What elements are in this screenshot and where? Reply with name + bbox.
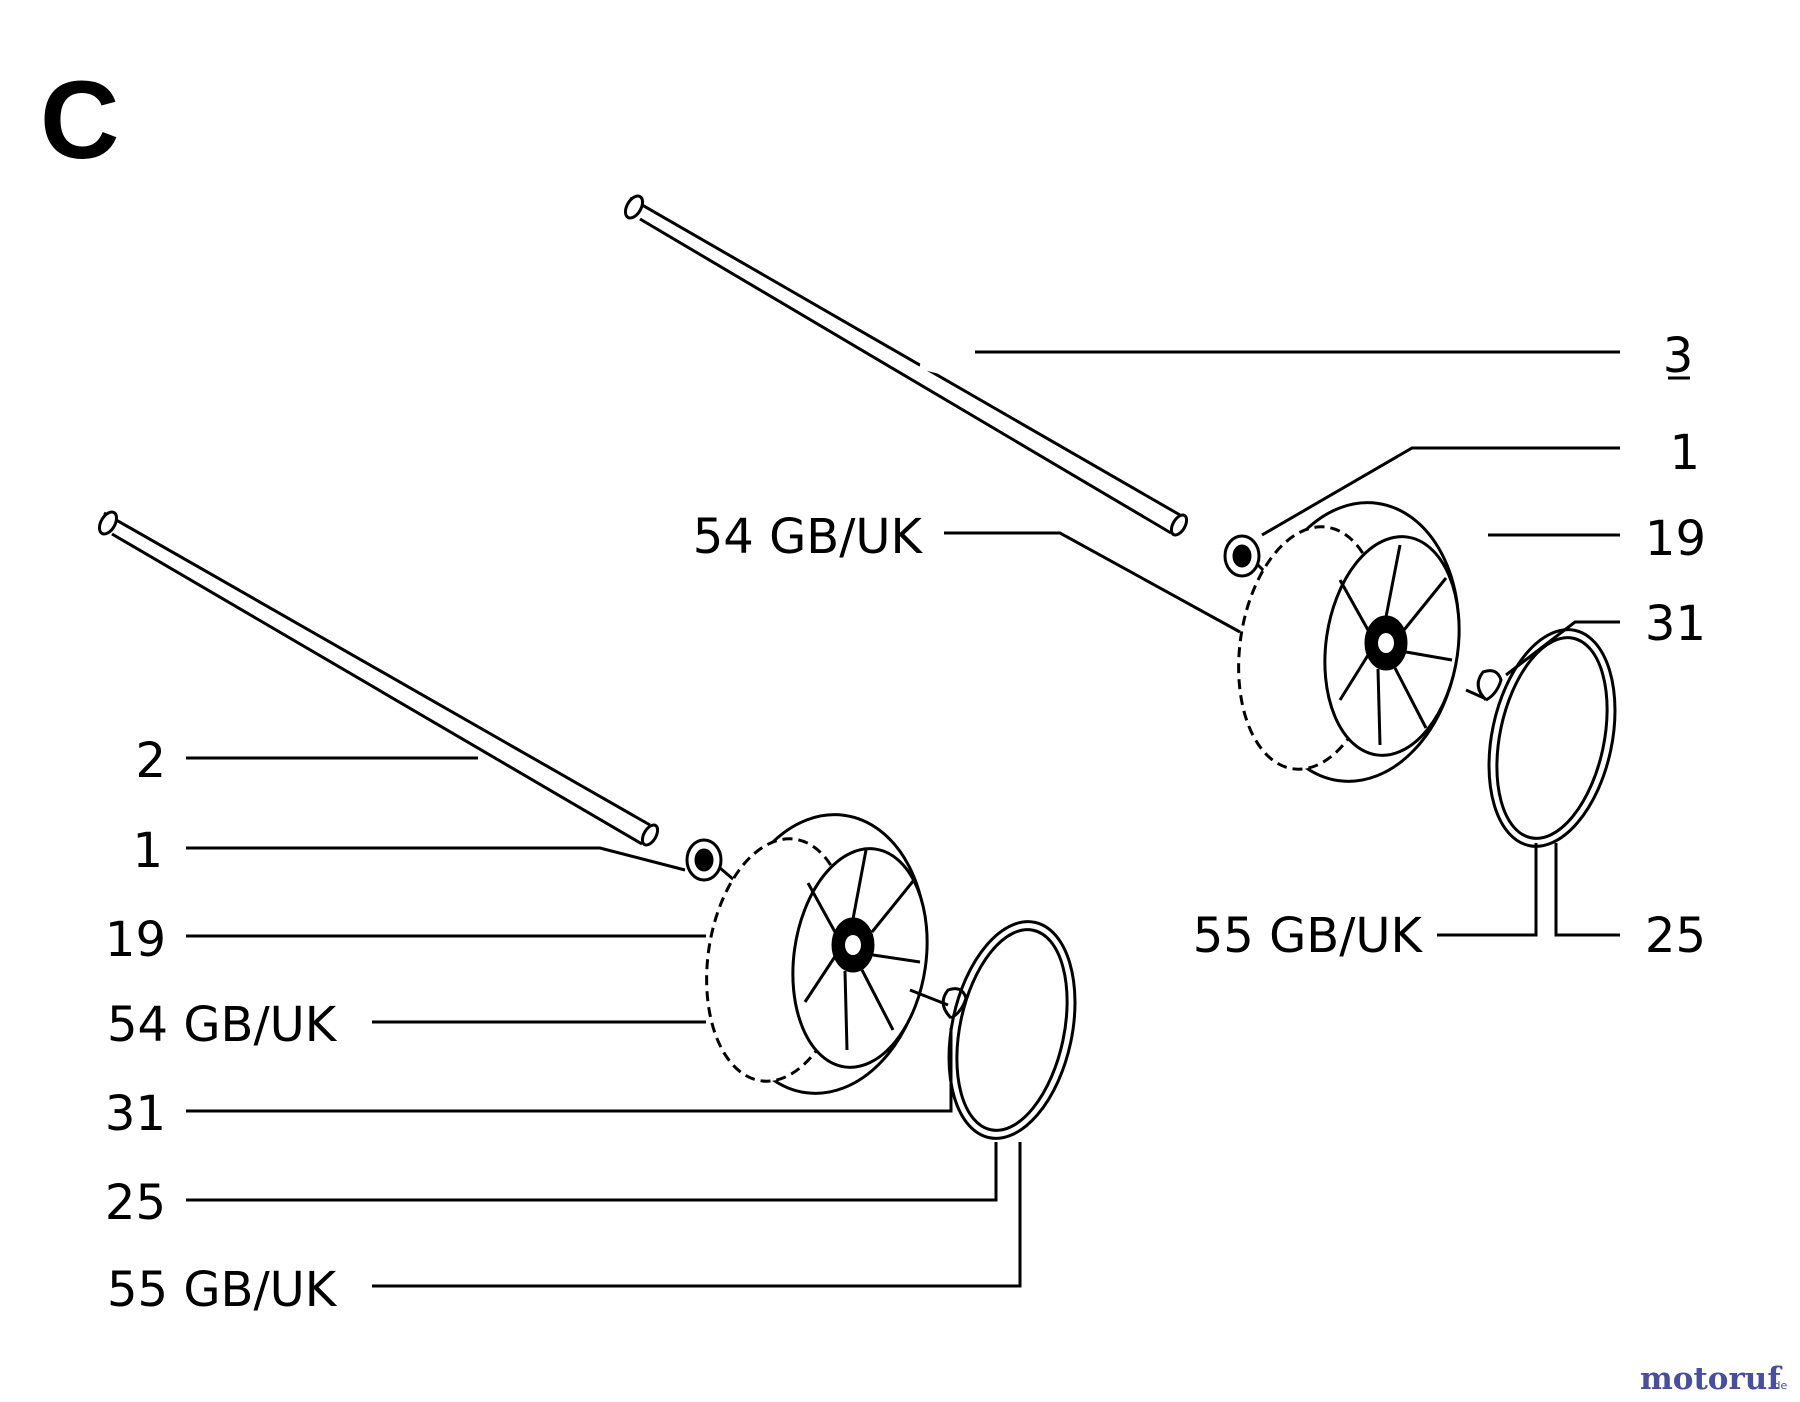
watermark: motoruf .de: [1640, 1361, 1787, 1397]
left-axle: [97, 510, 660, 847]
callout-right-hubcap: 25: [1645, 908, 1706, 964]
callout-right-axle: 3: [1663, 328, 1694, 384]
right-wheel: [1237, 501, 1461, 783]
callout-left-hubcap: 25: [105, 1175, 166, 1231]
right-bushing: [1223, 534, 1270, 578]
callout-right-hubcap-uk: 55 GB/UK: [1193, 908, 1424, 964]
right-clip: [1465, 669, 1503, 702]
callout-left-clip: 31: [105, 1086, 166, 1142]
callout-left-cover: 54 GB/UK: [107, 997, 338, 1053]
watermark-text: motoruf: [1640, 1361, 1782, 1397]
right-leader-lines: [944, 350, 1620, 937]
left-leader-lines: [186, 756, 1022, 1288]
left-bushing: [685, 838, 741, 887]
callout-left-hubcap-uk: 55 GB/UK: [107, 1262, 338, 1318]
left-clip: [909, 987, 968, 1020]
callout-left-wheel: 19: [105, 912, 166, 968]
right-axle: [623, 194, 1189, 537]
watermark-suffix: .de: [1770, 1379, 1787, 1392]
section-letter: C: [40, 59, 119, 182]
callout-right-bushing: 1: [1669, 425, 1700, 481]
callout-left-bushing: 1: [132, 823, 163, 879]
callout-right-wheel: 19: [1645, 511, 1706, 567]
callout-left-axle: 2: [135, 733, 166, 789]
right-hubcap: [1487, 628, 1617, 848]
callout-right-cover: 54 GB/UK: [693, 509, 924, 565]
left-wheel: [705, 813, 929, 1095]
callout-right-clip: 31: [1645, 596, 1706, 652]
left-hubcap: [947, 920, 1077, 1140]
